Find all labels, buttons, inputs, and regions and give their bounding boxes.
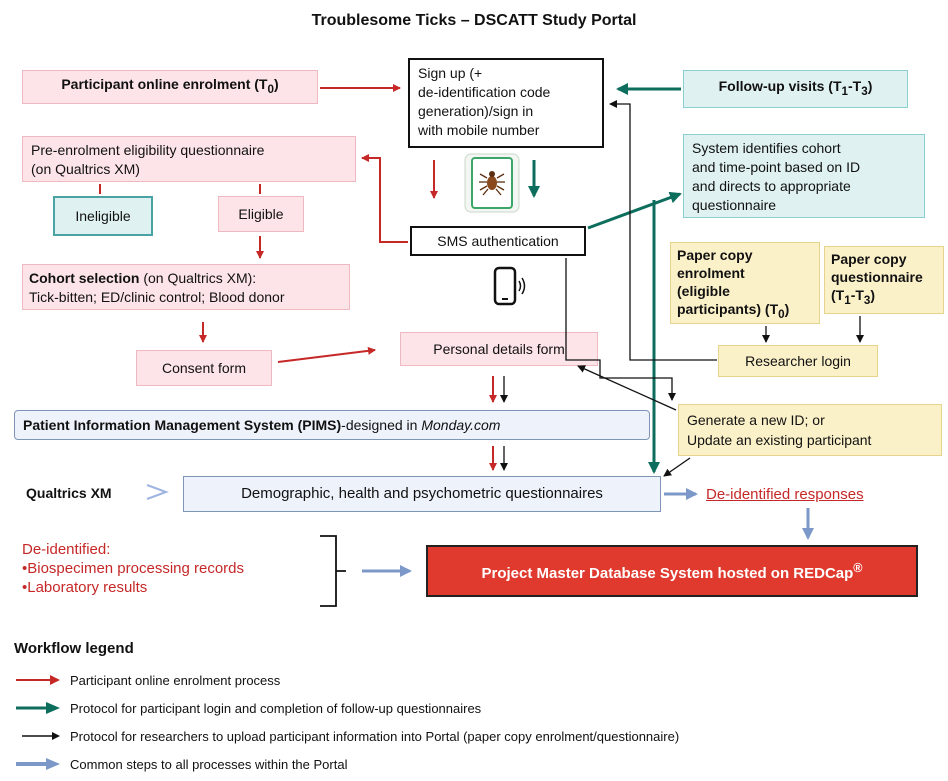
sms-authentication-box: SMS authentication — [410, 226, 586, 256]
legend-red-arrow-icon — [16, 675, 60, 685]
consent-form-box: Consent form — [136, 350, 272, 386]
signup-line-1: Sign up (+ — [418, 65, 483, 81]
signup-line-3: generation)/sign in — [418, 103, 534, 119]
signup-box: Sign up (+ de-identification code genera… — [408, 58, 604, 148]
cohort-line-1: Cohort selection (on Qualtrics XM): — [29, 270, 257, 286]
demographic-questionnaires-box: Demographic, health and psychometric que… — [183, 476, 661, 512]
ineligible-label: Ineligible — [75, 208, 131, 224]
cohort-line-2: Tick-bitten; ED/clinic control; Blood do… — [29, 289, 285, 305]
paper-enrol-line-3: (eligible — [677, 283, 730, 299]
participant-enrolment-box: Participant online enrolment (T0) — [22, 70, 318, 104]
enrol-label: Participant online enrolment (T0) — [61, 76, 279, 96]
paper-enrol-line-1: Paper copy — [677, 247, 753, 263]
eligible-box: Eligible — [218, 196, 304, 232]
qualtrics-label: Qualtrics XM — [26, 485, 112, 501]
mobile-phone-icon — [492, 266, 528, 308]
followup-visits-box: Follow-up visits (T1-T3) — [683, 70, 908, 108]
consent-label: Consent form — [161, 360, 247, 376]
legend-item-red: Participant online enrolment process — [14, 666, 934, 694]
master-label: Project Master Database System hosted on… — [481, 560, 863, 582]
legend-label: Protocol for participant login and compl… — [70, 700, 482, 716]
legend-label: Protocol for researchers to upload parti… — [70, 728, 680, 744]
system-line-2: and time-point based on ID — [692, 159, 861, 175]
arrow-sms-to-system — [587, 191, 682, 230]
page-title: Troublesome Ticks – DSCATT Study Portal — [311, 12, 637, 29]
legend-black-arrow-icon — [22, 732, 60, 740]
paper-q-line-1: Paper copy — [831, 251, 907, 267]
generate-line-1: Generate a new ID; or — [687, 412, 825, 428]
arrow-generate-to-demographic — [663, 457, 691, 477]
cohort-selection-box: Cohort selection (on Qualtrics XM): Tick… — [22, 264, 350, 310]
legend: Participant online enrolment process Pro… — [14, 666, 934, 778]
system-line-1: System identifies cohort — [692, 140, 841, 156]
chevron-right-icon — [144, 482, 170, 507]
paper-q-line-3: (T1-T3) — [831, 287, 876, 307]
pims-box: Patient Information Management System (P… — [14, 410, 650, 440]
paper-enrol-line-4: participants) (T0) — [677, 301, 790, 321]
pims-bold: Patient Information Management System (P… — [23, 417, 342, 433]
arrow-consent-to-personal — [277, 346, 376, 363]
legend-title: Workflow legend — [14, 640, 134, 657]
legend-item-blue: Common steps to all processes within the… — [14, 750, 934, 778]
eligible-label: Eligible — [238, 206, 284, 222]
legend-item-black: Protocol for researchers to upload parti… — [14, 722, 934, 750]
preenrolment-questionnaire-box: Pre-enrolment eligibility questionnaire … — [22, 136, 356, 182]
followup-label: Follow-up visits (T1-T3) — [718, 78, 873, 98]
deid-line-2: •Biospecimen processing records — [22, 560, 245, 577]
legend-item-green: Protocol for participant login and compl… — [14, 694, 934, 722]
preenrol-line-2: (on Qualtrics XM) — [31, 161, 140, 177]
tablet-tick-icon — [463, 152, 521, 214]
legend-blue-arrow-icon — [16, 758, 60, 770]
personal-details-box: Personal details form — [400, 332, 598, 366]
signup-line-4: with mobile number — [418, 122, 540, 138]
signup-line-2: de-identification code — [418, 84, 551, 100]
paper-enrol-line-2: enrolment — [677, 265, 745, 281]
researcher-login-label: Researcher login — [745, 353, 851, 369]
system-line-4: questionnaire — [692, 197, 777, 213]
legend-green-arrow-icon — [16, 702, 60, 714]
generate-id-box: Generate a new ID; or Update an existing… — [678, 404, 942, 456]
preenrol-line-1: Pre-enrolment eligibility questionnaire — [31, 142, 265, 158]
demographic-label: Demographic, health and psychometric que… — [241, 485, 603, 502]
system-identifies-box: System identifies cohort and time-point … — [683, 134, 925, 218]
system-line-3: and directs to appropriate — [692, 178, 851, 194]
legend-label: Common steps to all processes within the… — [70, 756, 348, 772]
researcher-login-box: Researcher login — [718, 345, 878, 377]
legend-label: Participant online enrolment process — [70, 672, 281, 688]
deidentified-bracket — [320, 535, 346, 607]
arrow-sms-to-preenrol — [361, 154, 408, 243]
paper-questionnaire-box: Paper copy questionnaire (T1-T3) — [824, 246, 944, 314]
deid-line-1: De-identified: — [22, 541, 111, 558]
paper-q-line-2: questionnaire — [831, 269, 923, 285]
personal-label: Personal details form — [433, 341, 565, 357]
arrow-generate-to-personal — [577, 365, 677, 411]
paper-enrolment-box: Paper copy enrolment (eligible participa… — [670, 242, 820, 324]
master-database-box: Project Master Database System hosted on… — [426, 545, 918, 597]
deidentified-responses: De-identified responses — [706, 486, 864, 503]
deid-line-3: •Laboratory results — [22, 579, 148, 596]
pims-italic: Monday.com — [421, 417, 501, 433]
ineligible-box: Ineligible — [53, 196, 153, 236]
sms-label: SMS authentication — [437, 233, 559, 249]
deidentified-list: De-identified: •Biospecimen processing r… — [22, 540, 244, 597]
generate-line-2: Update an existing participant — [687, 432, 872, 448]
pims-rest: -designed in — [341, 417, 422, 433]
arrow-sms-to-generate — [565, 258, 676, 401]
